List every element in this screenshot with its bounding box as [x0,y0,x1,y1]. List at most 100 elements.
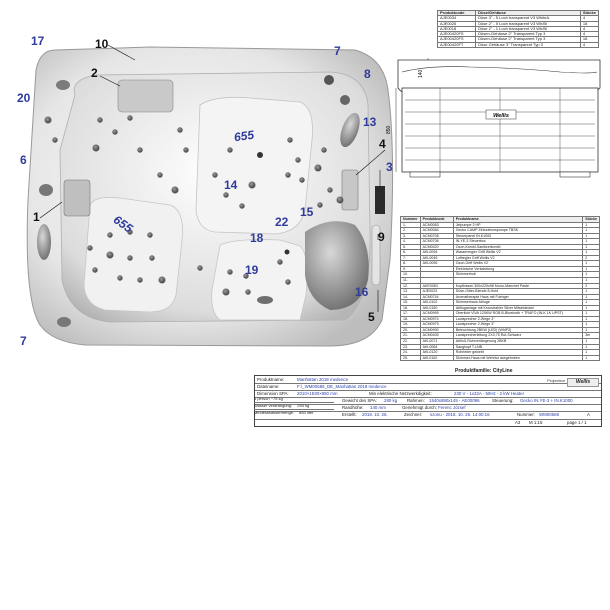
parts-list-cell: 1 [582,315,600,323]
callout-10: 10 [95,37,109,51]
jet-nozzle [285,172,291,178]
jet-nozzle [149,255,155,261]
jet-nozzle [248,181,256,189]
speaker-18 [284,249,290,255]
parts-list-cell: 1 [582,277,600,284]
corner-seat-left [83,196,183,313]
parts-list-cell: 3m [582,332,600,339]
callout-13: 13 [363,115,377,129]
parts-list-cell: ACM0405 [419,332,454,339]
parts-list-cell: 25. [400,354,421,362]
tb-weight-value: 280 kg [384,398,398,403]
callout-9: 9 [378,230,385,244]
equipment-top [117,79,174,113]
dim-140: 140 [418,69,424,78]
control-6 [39,184,53,196]
parts-list-cell: Skimmerhub [452,271,584,278]
parts-list-cell: Rohrleiter geklebt [452,349,584,356]
tb-zeichner-value: szonu - 2018. 10. 26. 14:00:16 [430,412,490,417]
jet-nozzle [227,147,233,153]
tb-power-value: 230 V - 1x32A - 50Hz - 2 kW Heater [454,391,525,396]
parts-list-cell [419,265,454,273]
jet-nozzle [277,259,283,265]
jet-nozzle [137,147,143,153]
parts-list-cell: AKL0095 [419,260,454,267]
jet-nozzle [106,251,114,259]
tb-nummer-value: WM00586 [539,412,560,417]
parts-list-cell: 1 [582,326,600,334]
callout-7: 7 [334,44,341,58]
tb-dateiname-value: F:\_WM00586_DE_Manhattan 2018 medence [297,384,387,389]
jet-nozzle [107,232,113,238]
parts-list-cell: Lautsprecher 2-Wege 3" [452,315,584,323]
parts-list-cell: AKL0064 [419,343,454,351]
callout-1: 1 [33,210,40,224]
pillow-top-right [340,112,360,148]
parts-list-cell: 1 [582,343,600,351]
jet-nozzle [222,288,230,296]
parts-list-cell: 1 [582,265,600,273]
tb-erstellt-value: 2018. 10. 26. [362,412,388,417]
jet-nozzle [117,275,123,281]
tb-zeichner-label: Zeichner: [404,412,423,417]
jets [44,115,344,296]
front-elevation: Wellis 140 850 [386,58,601,178]
parts-list-cell [419,277,454,284]
parts-list-cell: 1 [582,321,600,328]
jet-nozzle [223,192,229,198]
parts-list-cell: Aromatherapie Haus mit Fuenger [452,293,584,301]
jet-nozzle [245,289,251,295]
jet-nozzle [285,279,291,285]
person-weight: 1 person ~75 kg [254,396,334,403]
callout-15: 15 [300,205,314,219]
jet-nozzle [112,129,118,135]
jet-nozzle [127,115,133,121]
callout-20: 20 [17,91,31,105]
capacity-info: 1 person ~75 kg Wasser verdrängung: 294 … [254,396,334,416]
jet-parts-cell: 4 [579,41,600,49]
parts-list-cell: 2 [582,282,600,290]
jet-nozzle [137,277,143,283]
parts-list-cell: 1 [582,354,600,362]
jet-nozzle [158,276,166,284]
parts-list-cell: Kopfkissen 300x220x98 Mono-Manchet Paste [452,282,584,290]
parts-list-cell: AKL0102 [419,299,454,306]
parts-list-header-cell: Nummer [400,216,421,223]
tb-randhoehe-value: 140 mm [370,405,386,410]
jet-nozzle [227,269,233,275]
projection-label: Projection [547,378,565,383]
parts-list-cell: 1 [582,288,600,295]
jet-nozzle [287,137,293,143]
parts-list-cell: AJE0023 [419,288,454,295]
base-foot-left [409,171,441,178]
callout-6: 6 [20,153,27,167]
title-block: Produktname: Manhattan 2018 medence Proj… [254,375,602,427]
parts-list-cell: Lautsprecherleitung 2X0,75 Rot-Schwarz [452,332,584,339]
base-foot-right [559,171,591,178]
tb-sheet: A3 [515,420,521,425]
jet-nozzle [97,117,103,123]
parts-list-cell: 1 [582,271,600,278]
parts-list-cell: ACM0990 [419,326,454,334]
parts-list-cell: Ozon-Griff Wellis V2 [452,260,584,267]
parts-list-cell [452,277,584,284]
parts-list-cell: ACM0744 [419,293,454,301]
callout-18: 18 [250,231,264,245]
callout-3: 3 [386,160,393,174]
jet-nozzle [299,177,305,183]
tb-dimension-label: Dimension SPA: [257,391,289,396]
tb-page: page 1 / 1 [567,420,587,425]
parts-list-cell: Saugkopf T-LNB [452,343,584,351]
jet-nozzle [317,202,323,208]
